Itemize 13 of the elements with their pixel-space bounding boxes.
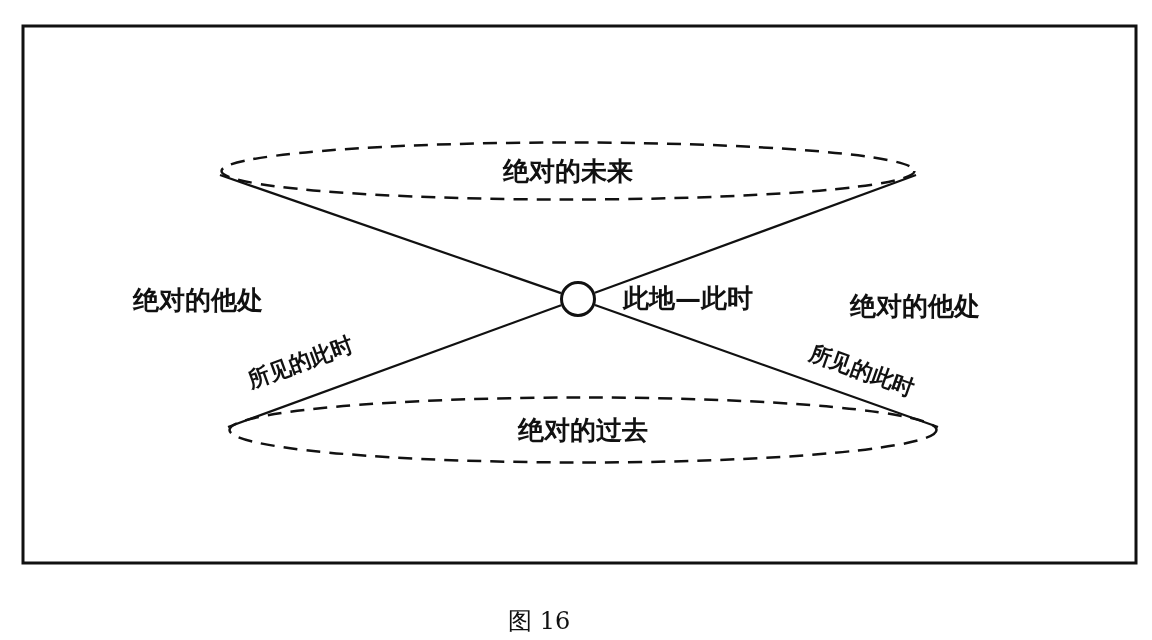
cone-line <box>594 173 917 294</box>
figure-caption: 图 16 <box>508 608 571 635</box>
region-label: 绝对的过去 <box>518 415 648 445</box>
cone-line <box>219 173 562 295</box>
point-label: 此地—此时 <box>623 284 753 313</box>
region-label: 绝对的他处 <box>133 286 263 315</box>
cone-line <box>594 304 939 429</box>
dashed-ellipse <box>228 396 938 464</box>
region-label: 绝对的他处 <box>850 292 980 321</box>
circle <box>560 281 596 317</box>
cone-line <box>227 304 562 429</box>
region-label: 绝对的未来 <box>503 156 633 186</box>
dashed-ellipse <box>220 141 916 201</box>
